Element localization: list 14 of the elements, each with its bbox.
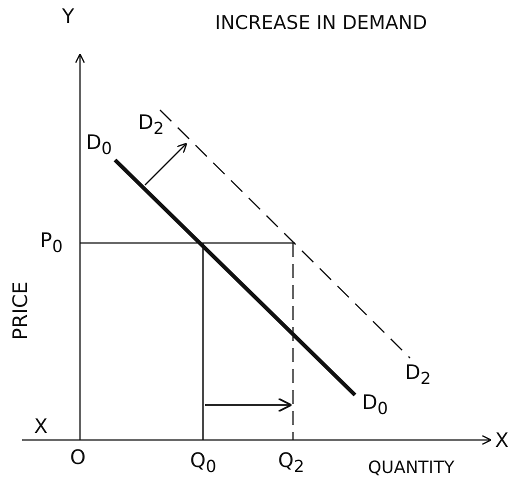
axis-title: PRICE <box>10 282 30 340</box>
origin-label: O <box>70 447 86 467</box>
quantity-label: Q$_{0}$ <box>190 450 216 476</box>
axis-title: QUANTITY <box>368 460 454 477</box>
axis-label: X <box>34 416 48 436</box>
curve-label: D$_{2}$ <box>138 112 164 138</box>
curve-label: D$_{2}$ <box>405 362 432 388</box>
price-label: P$_{0}$ <box>40 230 63 256</box>
curve-label: D$_{0}$ <box>86 132 112 158</box>
quantity-label: Q$_{2}$ <box>278 450 304 476</box>
axis-label: X <box>495 430 509 450</box>
chart-title: INCREASE IN DEMAND <box>215 14 428 33</box>
curve-label: D$_{0}$ <box>362 392 388 418</box>
axis-label: Y <box>62 6 74 26</box>
